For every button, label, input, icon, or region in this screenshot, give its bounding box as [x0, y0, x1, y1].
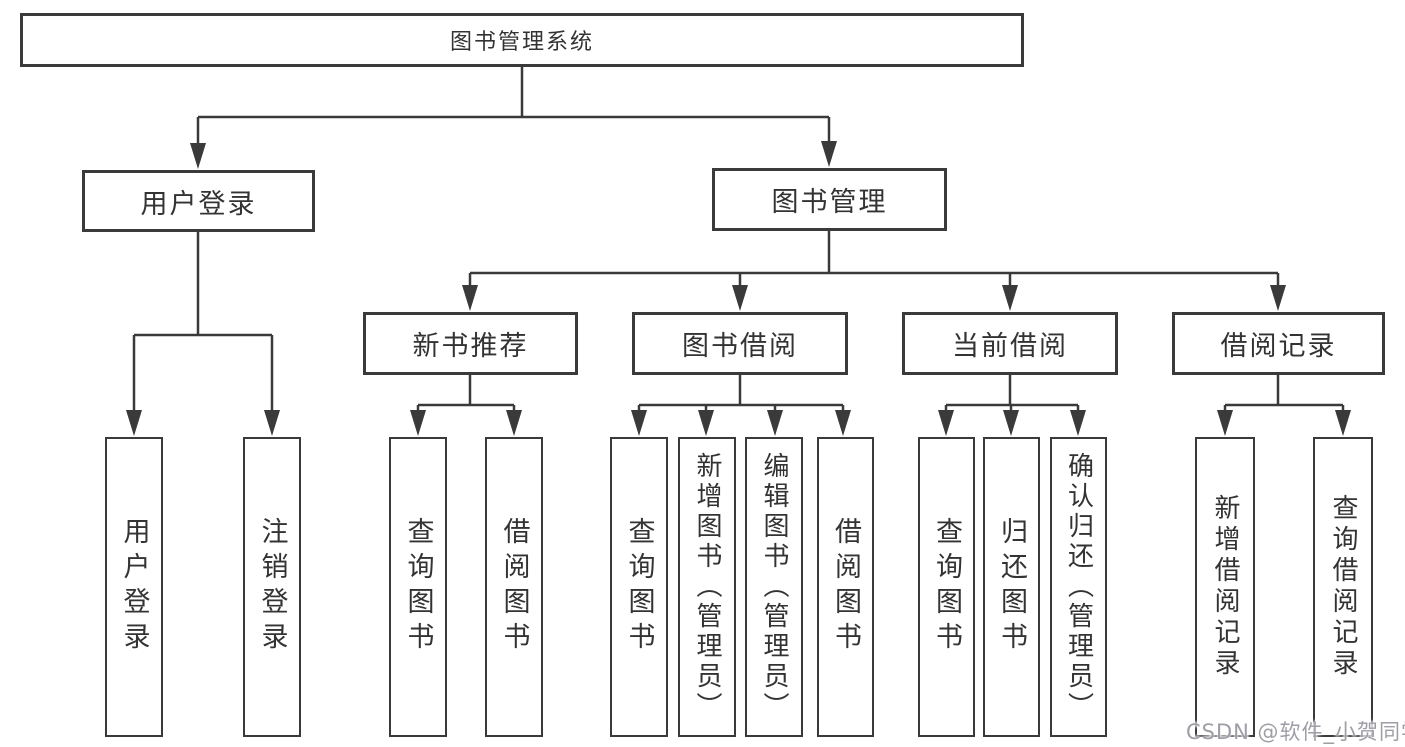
node-leaf-query-books-2: 查询图书: [610, 437, 668, 737]
arrowhead-icon: [938, 410, 954, 436]
node-leaf-user-login-label: 用户登录: [118, 517, 150, 657]
node-leaf-confirm-return-admin: 确认归还（管理员）: [1050, 437, 1107, 737]
node-leaf-logout: 注销登录: [243, 437, 301, 737]
node-leaf-borrow-books-1: 借阅图书: [485, 437, 543, 737]
node-leaf-add-borrow-record-label: 新增借阅记录: [1210, 494, 1240, 680]
arrowhead-icon: [506, 410, 522, 436]
arrowhead-icon: [835, 410, 851, 436]
node-borrow-record: 借阅记录: [1172, 312, 1385, 375]
node-current-borrow-label: 当前借阅: [952, 331, 1068, 362]
connector-user-login: [132, 232, 274, 418]
node-leaf-return-books-label: 归还图书: [996, 517, 1027, 657]
node-leaf-borrow-books-2: 借阅图书: [817, 437, 874, 737]
arrowhead-icon: [190, 143, 206, 169]
node-leaf-edit-books-admin: 编辑图书（管理员）: [745, 437, 803, 737]
arrowhead-icon: [821, 141, 837, 167]
arrowhead-icon: [1335, 410, 1351, 436]
node-book-borrow: 图书借阅: [632, 312, 848, 375]
node-leaf-query-books-3-label: 查询图书: [931, 517, 962, 657]
arrowhead-icons: [126, 141, 1351, 436]
arrowhead-icon: [767, 410, 783, 436]
connector-borrow-record: [1223, 375, 1345, 418]
node-leaf-borrow-books-2-label: 借阅图书: [830, 517, 861, 657]
arrowhead-icon: [1002, 285, 1018, 311]
node-leaf-add-books-admin-label: 新增图书（管理员）: [692, 452, 722, 722]
arrowhead-icon: [732, 285, 748, 311]
node-leaf-query-books-3: 查询图书: [918, 437, 975, 737]
node-leaf-query-books-1: 查询图书: [389, 437, 447, 737]
connector-book-management: [468, 231, 1280, 292]
node-leaf-add-borrow-record: 新增借阅记录: [1195, 437, 1255, 737]
arrowhead-icon: [126, 410, 142, 436]
node-leaf-query-books-2-label: 查询图书: [623, 517, 655, 657]
node-leaf-edit-books-admin-label: 编辑图书（管理员）: [759, 452, 789, 722]
node-leaf-user-login: 用户登录: [105, 437, 163, 737]
node-leaf-query-borrow-record: 查询借阅记录: [1313, 437, 1373, 737]
node-book-borrow-label: 图书借阅: [682, 331, 798, 362]
node-new-book-recommend: 新书推荐: [363, 312, 578, 375]
node-new-book-recommend-label: 新书推荐: [412, 331, 529, 362]
node-book-management-label: 图书管理: [771, 187, 888, 218]
arrowhead-icon: [410, 410, 426, 436]
arrowhead-icon: [1070, 410, 1086, 436]
arrowhead-icon: [1003, 410, 1019, 436]
arrowhead-icon: [631, 410, 647, 436]
node-current-borrow: 当前借阅: [902, 312, 1118, 375]
node-leaf-add-books-admin: 新增图书（管理员）: [678, 437, 736, 737]
connector-root: [196, 67, 831, 150]
node-borrow-record-label: 借阅记录: [1220, 331, 1337, 362]
arrowhead-icon: [1270, 285, 1286, 311]
node-user-login: 用户登录: [82, 170, 315, 232]
arrowhead-icon: [462, 285, 478, 311]
node-library-system-label: 图书管理系统: [449, 30, 594, 55]
arrowhead-icon: [1217, 410, 1233, 436]
node-leaf-logout-label: 注销登录: [256, 517, 288, 657]
node-leaf-query-borrow-record-label: 查询借阅记录: [1328, 494, 1358, 680]
node-user-login-label: 用户登录: [140, 188, 257, 220]
node-leaf-confirm-return-admin-label: 确认归还（管理员）: [1063, 452, 1094, 722]
connector-book-borrow: [637, 375, 845, 418]
node-leaf-return-books: 归还图书: [983, 437, 1040, 737]
node-book-management: 图书管理: [712, 168, 947, 231]
node-library-system: 图书管理系统: [20, 13, 1024, 67]
node-leaf-query-books-1-label: 查询图书: [402, 517, 434, 657]
arrowhead-icon: [264, 410, 280, 436]
node-leaf-borrow-books-1-label: 借阅图书: [498, 517, 530, 657]
csdn-watermark: CSDN @软件_小贺同学: [1186, 720, 1405, 744]
connector-new-book: [416, 375, 516, 418]
arrowhead-icon: [698, 410, 714, 436]
